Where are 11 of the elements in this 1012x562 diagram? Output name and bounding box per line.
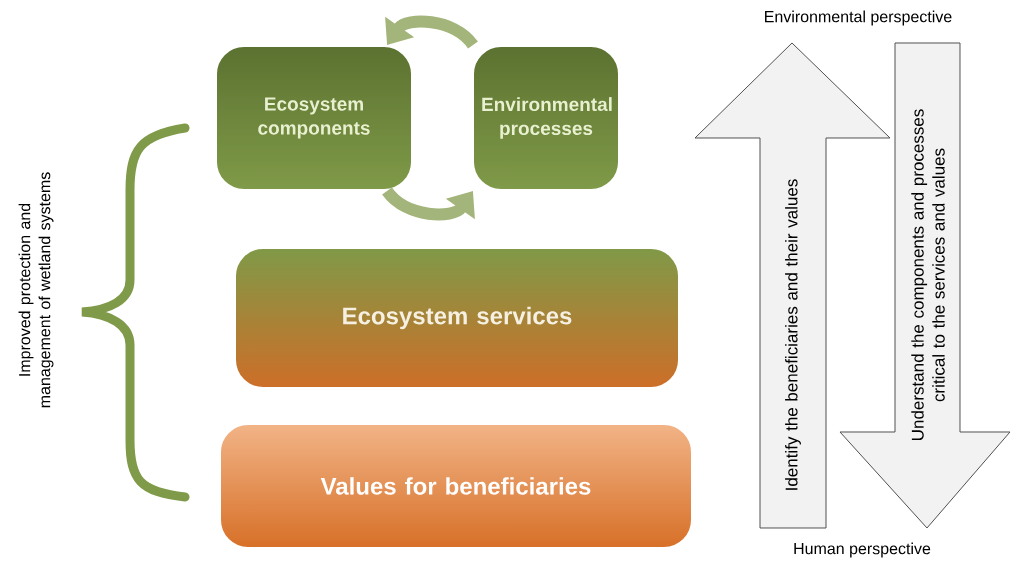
caption-text: Improved protection and management of wetland systems [18, 172, 54, 408]
arrow-shaped-box: Understand the components and processes critical to the services and values [839, 42, 1011, 529]
rounded-box: Values for beneficiaries [219, 423, 693, 549]
caption-text: Human perspective [794, 542, 931, 558]
rounded-box: Ecosystem services [234, 247, 680, 389]
curved-arrow [382, 187, 475, 221]
arrow-shaped-box: Identify the beneficiaries and their values [694, 42, 891, 529]
curved-arrow [385, 15, 478, 49]
rounded-box: Ecosystem components [215, 45, 413, 191]
caption-text: Environmental perspective [765, 10, 952, 26]
rounded-box: Environmental processes [472, 45, 620, 191]
